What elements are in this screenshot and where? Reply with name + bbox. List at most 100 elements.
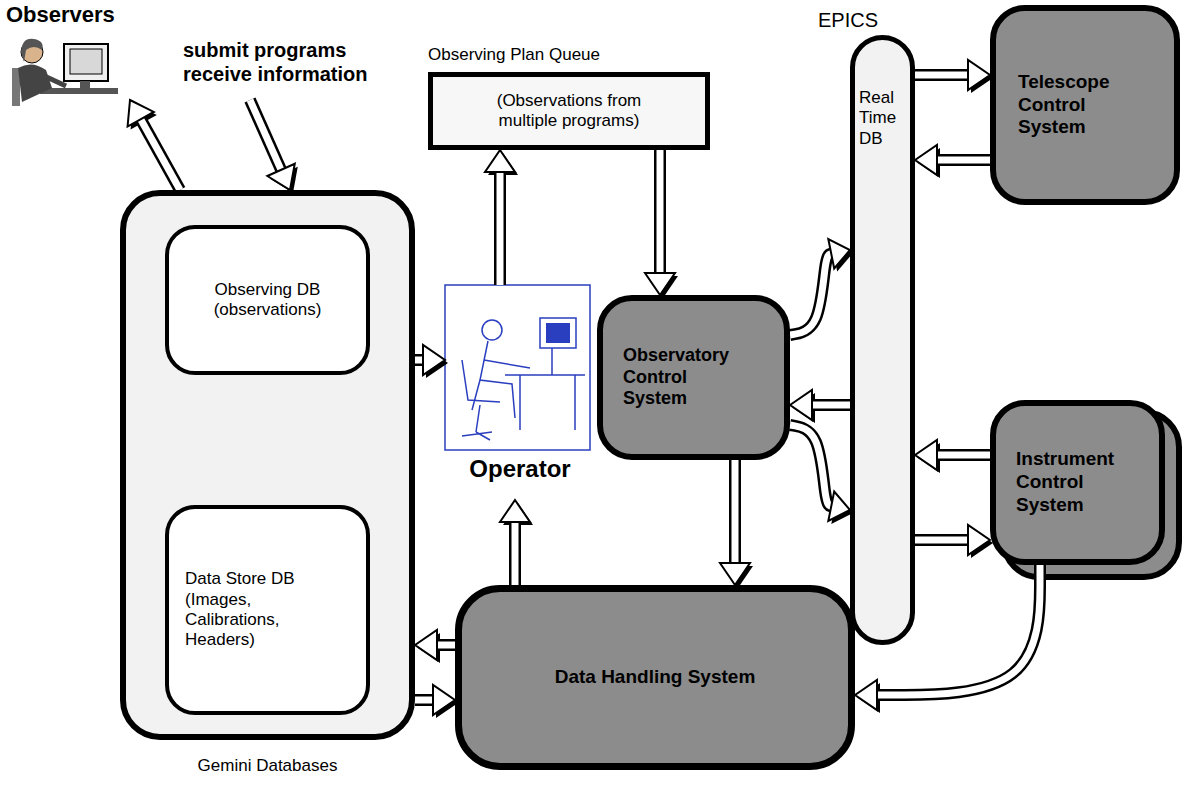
connector-arrow — [915, 60, 993, 93]
node-label: Real Time DB — [859, 88, 906, 149]
connector-arrow — [128, 100, 180, 190]
arrow-shaft — [812, 402, 850, 409]
node-label: Data Store DB (Images, Calibrations, Hea… — [185, 569, 315, 651]
arrow-head — [828, 239, 850, 268]
database-box: Data Store DB (Images, Calibrations, Hea… — [165, 505, 370, 715]
monitor-stand — [80, 81, 90, 88]
actor-note: submit programs receive information — [183, 38, 398, 86]
connector-arrow — [485, 150, 518, 285]
connector-arrow — [250, 100, 298, 193]
arrow-shaft — [732, 460, 739, 563]
arrow-shaft-outline — [915, 69, 968, 81]
arrow-head — [828, 492, 850, 521]
actor-title: Operator — [435, 455, 605, 484]
arrow-shaft — [512, 522, 519, 585]
operator-figure — [462, 341, 530, 440]
observer-body — [18, 64, 52, 102]
arrow-shaft-outline — [509, 522, 521, 585]
arrow-shaft-outline — [141, 119, 180, 190]
connector-arrow — [915, 525, 993, 558]
arrow-shaft — [937, 452, 990, 459]
arrow-shaft-outline — [415, 694, 433, 706]
monitor-screen — [70, 49, 102, 74]
connector-arrow — [790, 390, 850, 423]
connector-arrow — [915, 440, 990, 473]
operator-illustration — [445, 285, 590, 450]
arrow-shaft-outline — [812, 399, 850, 411]
realtime-db: EPICSReal Time DB — [850, 35, 915, 645]
system-box: Data Handling System — [455, 585, 855, 770]
arrow-shaft — [937, 157, 990, 164]
db-title: EPICS — [818, 8, 928, 32]
node-label: Telescope Control System — [1018, 71, 1148, 139]
arrow-shaft — [790, 254, 831, 335]
arrow-shaft — [657, 150, 664, 273]
arrow-shaft-outline — [937, 449, 990, 461]
arrow-shaft — [497, 172, 504, 285]
arrow-head — [968, 525, 990, 555]
arrow-shaft — [915, 537, 968, 544]
system-box: Telescope Control System — [990, 5, 1180, 205]
arrow-shaft-outline — [250, 100, 281, 170]
arrow-shaft-outline — [790, 254, 831, 335]
arrow-head — [128, 100, 154, 127]
connector-arrow — [415, 345, 448, 378]
node-label: Data Handling System — [505, 666, 805, 689]
arrow-head — [433, 685, 455, 715]
group-label: Gemini Databases — [126, 756, 409, 776]
operator-screen — [546, 323, 570, 343]
connector-arrow — [415, 630, 455, 663]
arrow-shaft — [250, 100, 281, 170]
node-label: Observatory Control System — [623, 345, 738, 410]
observer-illustration — [12, 39, 118, 106]
arrow-head — [720, 563, 750, 585]
node-label: Instrument Control System — [1016, 448, 1134, 516]
connector-arrow — [645, 150, 678, 298]
arrow-head — [915, 440, 937, 470]
queue-title: Observing Plan Queue — [428, 45, 728, 65]
queue-box: Observing Plan Queue(Observations from m… — [428, 72, 710, 150]
connector-arrow — [500, 500, 533, 585]
arrow-head — [423, 345, 445, 375]
node-label: (Observations from multiple programs) — [469, 91, 669, 132]
arrow-head — [790, 390, 812, 420]
arrow-shaft — [790, 425, 831, 506]
arrow-head — [267, 164, 294, 190]
connector-arrow — [790, 425, 853, 524]
operator-actor: Operator — [445, 285, 595, 500]
arrow-shaft-outline — [437, 639, 455, 651]
system-box: Instrument Control System — [990, 400, 1165, 565]
monitor — [64, 44, 108, 81]
arrow-shaft-outline — [494, 172, 506, 285]
operator-head — [482, 320, 502, 340]
observer-actor: Observerssubmit programs receive informa… — [0, 0, 445, 100]
node-label: Observing DB (observations) — [183, 280, 352, 321]
operator-frame — [445, 285, 590, 450]
database-box: Observing DB (observations) — [165, 225, 370, 375]
arrow-shaft-outline — [937, 154, 990, 166]
connector-arrow — [790, 239, 853, 335]
observer-hair — [21, 39, 43, 62]
arrow-shaft — [141, 119, 180, 190]
operator-monitor — [540, 318, 576, 348]
observer-arm — [40, 74, 66, 86]
arrow-shaft — [915, 72, 968, 79]
arrow-shaft-outline — [915, 534, 968, 546]
arrow-head — [415, 630, 437, 660]
system-box: Observatory Control System — [597, 295, 790, 460]
arrow-head — [915, 145, 937, 175]
arrow-shaft-outline — [790, 425, 831, 506]
arrow-head — [645, 273, 675, 295]
arrow-shaft — [415, 357, 423, 364]
arrow-head — [500, 500, 530, 522]
arrow-shaft — [437, 642, 455, 649]
arrow-shaft-outline — [654, 150, 666, 273]
connector-arrow — [720, 460, 753, 588]
arrow-head — [485, 150, 515, 172]
connector-arrow — [915, 145, 990, 178]
connector-arrow — [415, 685, 458, 718]
arrow-head — [855, 680, 877, 710]
arrow-shaft-outline — [729, 460, 741, 563]
